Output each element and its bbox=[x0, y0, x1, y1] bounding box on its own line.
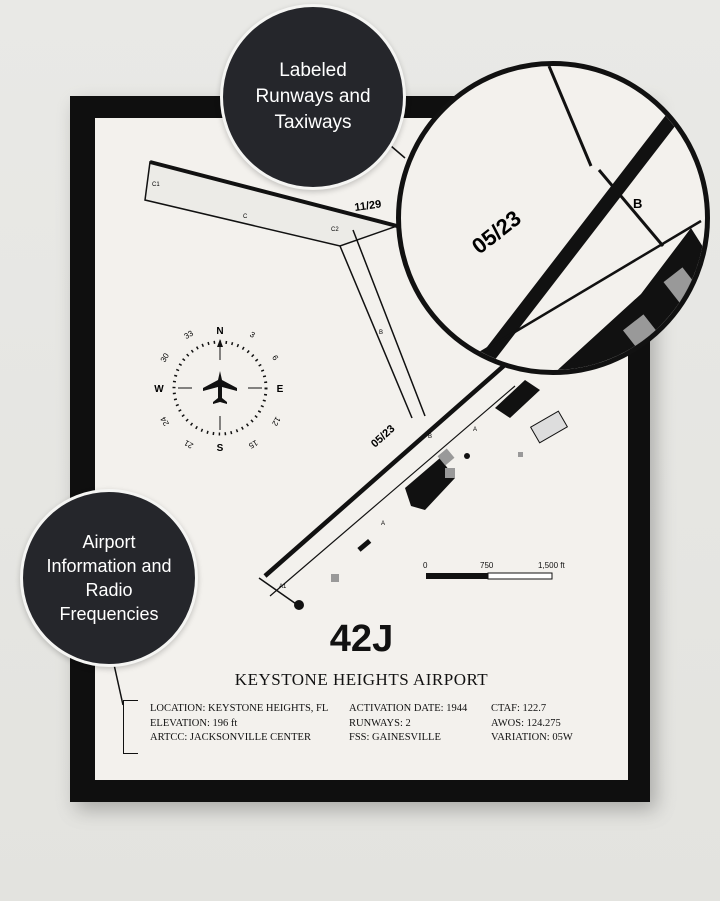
scale-label-start: 0 bbox=[423, 561, 428, 570]
runway-11-29 bbox=[149, 160, 398, 228]
info-bracket bbox=[123, 700, 138, 754]
small-building bbox=[518, 452, 523, 457]
callout-info-text: Airport Information and Radio Frequencie… bbox=[46, 532, 172, 624]
airport-code: 42J bbox=[329, 618, 394, 660]
runway-05-23 bbox=[263, 354, 517, 578]
callout-runways: Labeled Runways and Taxiways bbox=[220, 4, 406, 190]
info-column-2: ACTIVATION DATE: 1944 RUNWAYS: 2 FSS: GA… bbox=[349, 702, 467, 746]
compass-e: E bbox=[277, 384, 284, 395]
zoom-hangar-roof bbox=[663, 267, 699, 303]
zoom-hangar-roof bbox=[622, 314, 658, 348]
airport-diagram: 11/29 05/23 C1 C C2 B B A A A1 N E S W 3… bbox=[144, 160, 569, 610]
small-building bbox=[331, 574, 339, 582]
info-awos: AWOS: 124.275 bbox=[491, 717, 561, 729]
hangar-building bbox=[529, 410, 569, 444]
zoom-hangar bbox=[557, 228, 705, 370]
info-elevation: ELEVATION: 196 ft bbox=[150, 717, 238, 729]
info-column-1: LOCATION: KEYSTONE HEIGHTS, FL ELEVATION… bbox=[150, 702, 328, 746]
zoom-runway bbox=[469, 76, 705, 370]
info-ctaf: CTAF: 122.7 bbox=[491, 703, 547, 714]
compass-rose: N E S W 3 6 12 15 21 24 30 33 bbox=[154, 326, 283, 454]
hangar-building bbox=[495, 380, 540, 418]
info-activation: ACTIVATION DATE: 1944 bbox=[349, 703, 468, 714]
taxiway-b-label-2: B bbox=[428, 434, 432, 440]
compass-21: 21 bbox=[182, 438, 195, 451]
taxiway-b bbox=[339, 245, 413, 419]
compass-n: N bbox=[216, 326, 223, 337]
zoom-taxiway-a bbox=[448, 219, 702, 370]
compass-15: 15 bbox=[247, 438, 260, 451]
airport-name: KEYSTONE HEIGHTS AIRPORT bbox=[234, 670, 489, 689]
small-marker bbox=[464, 453, 470, 459]
taxiway-b-label: B bbox=[379, 330, 383, 336]
scale-label-mid: 750 bbox=[480, 561, 494, 570]
info-fss: FSS: GAINESVILLE bbox=[349, 732, 441, 743]
small-building bbox=[357, 538, 372, 552]
zoom-runway-label: 05/23 bbox=[467, 205, 526, 259]
zoom-taxiway-label: B bbox=[633, 196, 642, 211]
compass-w: W bbox=[154, 384, 164, 395]
runway-end-connector bbox=[258, 577, 300, 607]
runway-05-23-label: 05/23 bbox=[369, 423, 397, 450]
compass-3: 3 bbox=[248, 330, 257, 340]
compass-30: 30 bbox=[159, 351, 172, 364]
taxiway-c1-label: C1 bbox=[152, 182, 160, 188]
compass-12: 12 bbox=[270, 415, 283, 428]
info-column-3: CTAF: 122.7 AWOS: 124.275 VARIATION: 05W bbox=[491, 702, 573, 746]
zoom-magnifier: 05/23 B bbox=[396, 61, 710, 375]
callout-airport-info: Airport Information and Radio Frequencie… bbox=[20, 489, 198, 667]
info-location: LOCATION: KEYSTONE HEIGHTS, FL bbox=[150, 703, 329, 714]
compass-33: 33 bbox=[183, 328, 196, 341]
taxiway-c-label: C bbox=[243, 214, 248, 220]
runway-11-29-label: 11/29 bbox=[354, 198, 382, 214]
zoom-taxiway-b bbox=[597, 169, 665, 247]
taxiway-a bbox=[269, 385, 516, 597]
compass-s: S bbox=[217, 443, 224, 454]
taxiway-a-label-2: A bbox=[381, 521, 385, 527]
info-artcc: ARTCC: JACKSONVILLE CENTER bbox=[150, 732, 311, 743]
runway-end-marker bbox=[294, 600, 304, 610]
taxiway-b-edge bbox=[352, 229, 426, 417]
info-runways: RUNWAYS: 2 bbox=[349, 717, 411, 729]
compass-6: 6 bbox=[270, 354, 280, 363]
scale-bar bbox=[426, 572, 553, 580]
taxiway-a1-label: A1 bbox=[279, 584, 287, 590]
info-variation: VARIATION: 05W bbox=[491, 732, 573, 743]
callout-runways-text: Labeled Runways and Taxiways bbox=[255, 60, 371, 133]
hangar-building bbox=[445, 468, 455, 478]
hangar-building bbox=[405, 458, 455, 510]
hangar-building bbox=[437, 448, 455, 466]
compass-24: 24 bbox=[158, 415, 171, 428]
taxiway-a-label: A bbox=[473, 427, 477, 433]
scale-label-end: 1,500 ft bbox=[538, 561, 565, 570]
airplane-icon bbox=[203, 371, 237, 404]
taxiway-c2-label: C2 bbox=[331, 227, 339, 233]
zoom-detail: 05/23 B bbox=[448, 66, 705, 370]
zoom-taxiway-edge bbox=[547, 66, 593, 167]
